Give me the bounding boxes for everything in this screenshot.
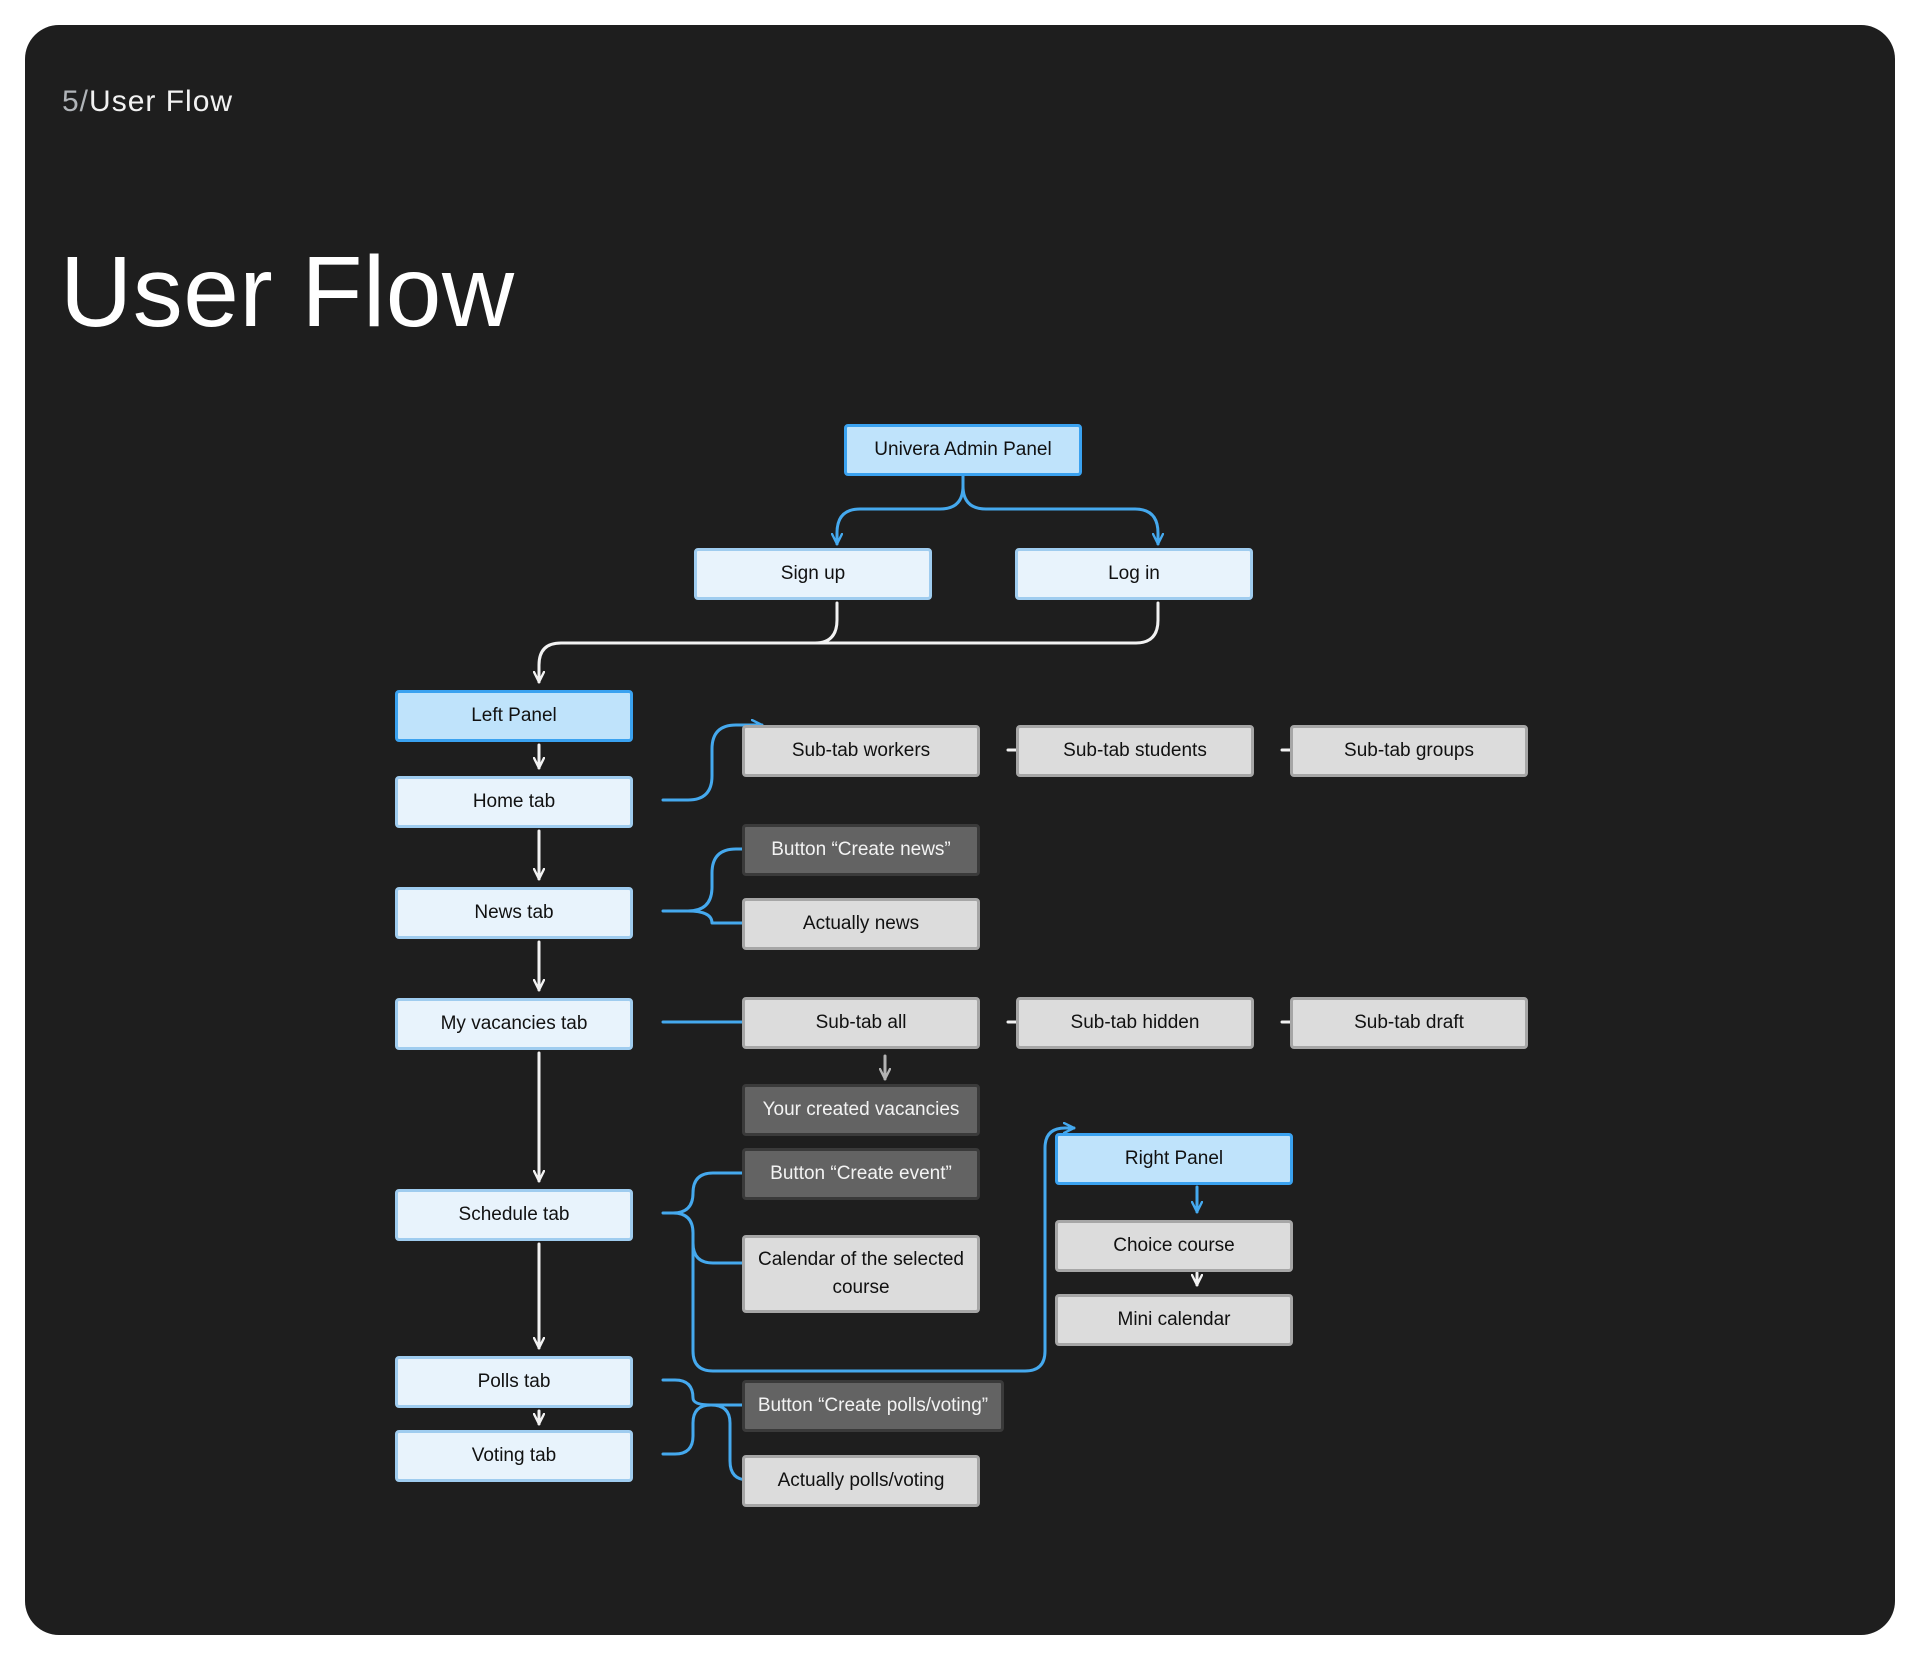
node-actually-polls: Actually polls/voting bbox=[742, 1455, 980, 1507]
node-your-created-vacancies: Your created vacancies bbox=[742, 1084, 980, 1136]
section-name: User Flow bbox=[89, 85, 234, 118]
node-home-tab: Home tab bbox=[395, 776, 633, 828]
node-button-create-news: Button “Create news” bbox=[742, 824, 980, 876]
node-actually-news: Actually news bbox=[742, 898, 980, 950]
edge-polls-actuallypolls bbox=[709, 1403, 764, 1480]
edge-voting-createpolls bbox=[661, 1403, 713, 1456]
node-subtab-groups: Sub-tab groups bbox=[1290, 725, 1528, 777]
node-subtab-all: Sub-tab all bbox=[742, 997, 980, 1049]
node-mini-calendar: Mini calendar bbox=[1055, 1294, 1293, 1346]
edge-schedule-rightpanel bbox=[691, 1128, 1076, 1373]
node-news-tab: News tab bbox=[395, 887, 633, 939]
node-univera-admin-panel: Univera Admin Panel bbox=[844, 424, 1082, 476]
node-calendar-selected-course: Calendar of the selected course bbox=[742, 1235, 980, 1313]
edge-signup-leftpanel bbox=[539, 601, 839, 684]
node-polls-tab: Polls tab bbox=[395, 1356, 633, 1408]
node-button-create-polls: Button “Create polls/voting” bbox=[742, 1380, 1004, 1432]
edge-admin-signup bbox=[837, 474, 965, 546]
node-subtab-hidden: Sub-tab hidden bbox=[1016, 997, 1254, 1049]
edge-home-workers bbox=[661, 725, 764, 802]
node-button-create-event: Button “Create event” bbox=[742, 1148, 980, 1200]
edge-news-createnews bbox=[661, 849, 764, 913]
section-number: 5/ bbox=[62, 85, 90, 118]
node-voting-tab: Voting tab bbox=[395, 1430, 633, 1482]
edge-news-actuallynews bbox=[686, 909, 764, 923]
node-sign-up: Sign up bbox=[694, 548, 932, 600]
node-subtab-students: Sub-tab students bbox=[1016, 725, 1254, 777]
node-left-panel: Left Panel bbox=[395, 690, 633, 742]
section-label: 5/User Flow bbox=[62, 85, 233, 119]
user-flow-slide: 5/User Flow User Flow bbox=[25, 25, 1895, 1635]
node-right-panel: Right Panel bbox=[1055, 1133, 1293, 1185]
node-subtab-draft: Sub-tab draft bbox=[1290, 997, 1528, 1049]
node-my-vacancies-tab: My vacancies tab bbox=[395, 998, 633, 1050]
edge-admin-login bbox=[961, 484, 1158, 546]
edge-login-leftpanel bbox=[813, 601, 1160, 645]
page-title: User Flow bbox=[60, 236, 515, 348]
node-schedule-tab: Schedule tab bbox=[395, 1189, 633, 1241]
edge-schedule-createevent bbox=[661, 1173, 764, 1215]
node-subtab-workers: Sub-tab workers bbox=[742, 725, 980, 777]
node-log-in: Log in bbox=[1015, 548, 1253, 600]
node-choice-course: Choice course bbox=[1055, 1220, 1293, 1272]
flow-connectors bbox=[25, 474, 1309, 1635]
